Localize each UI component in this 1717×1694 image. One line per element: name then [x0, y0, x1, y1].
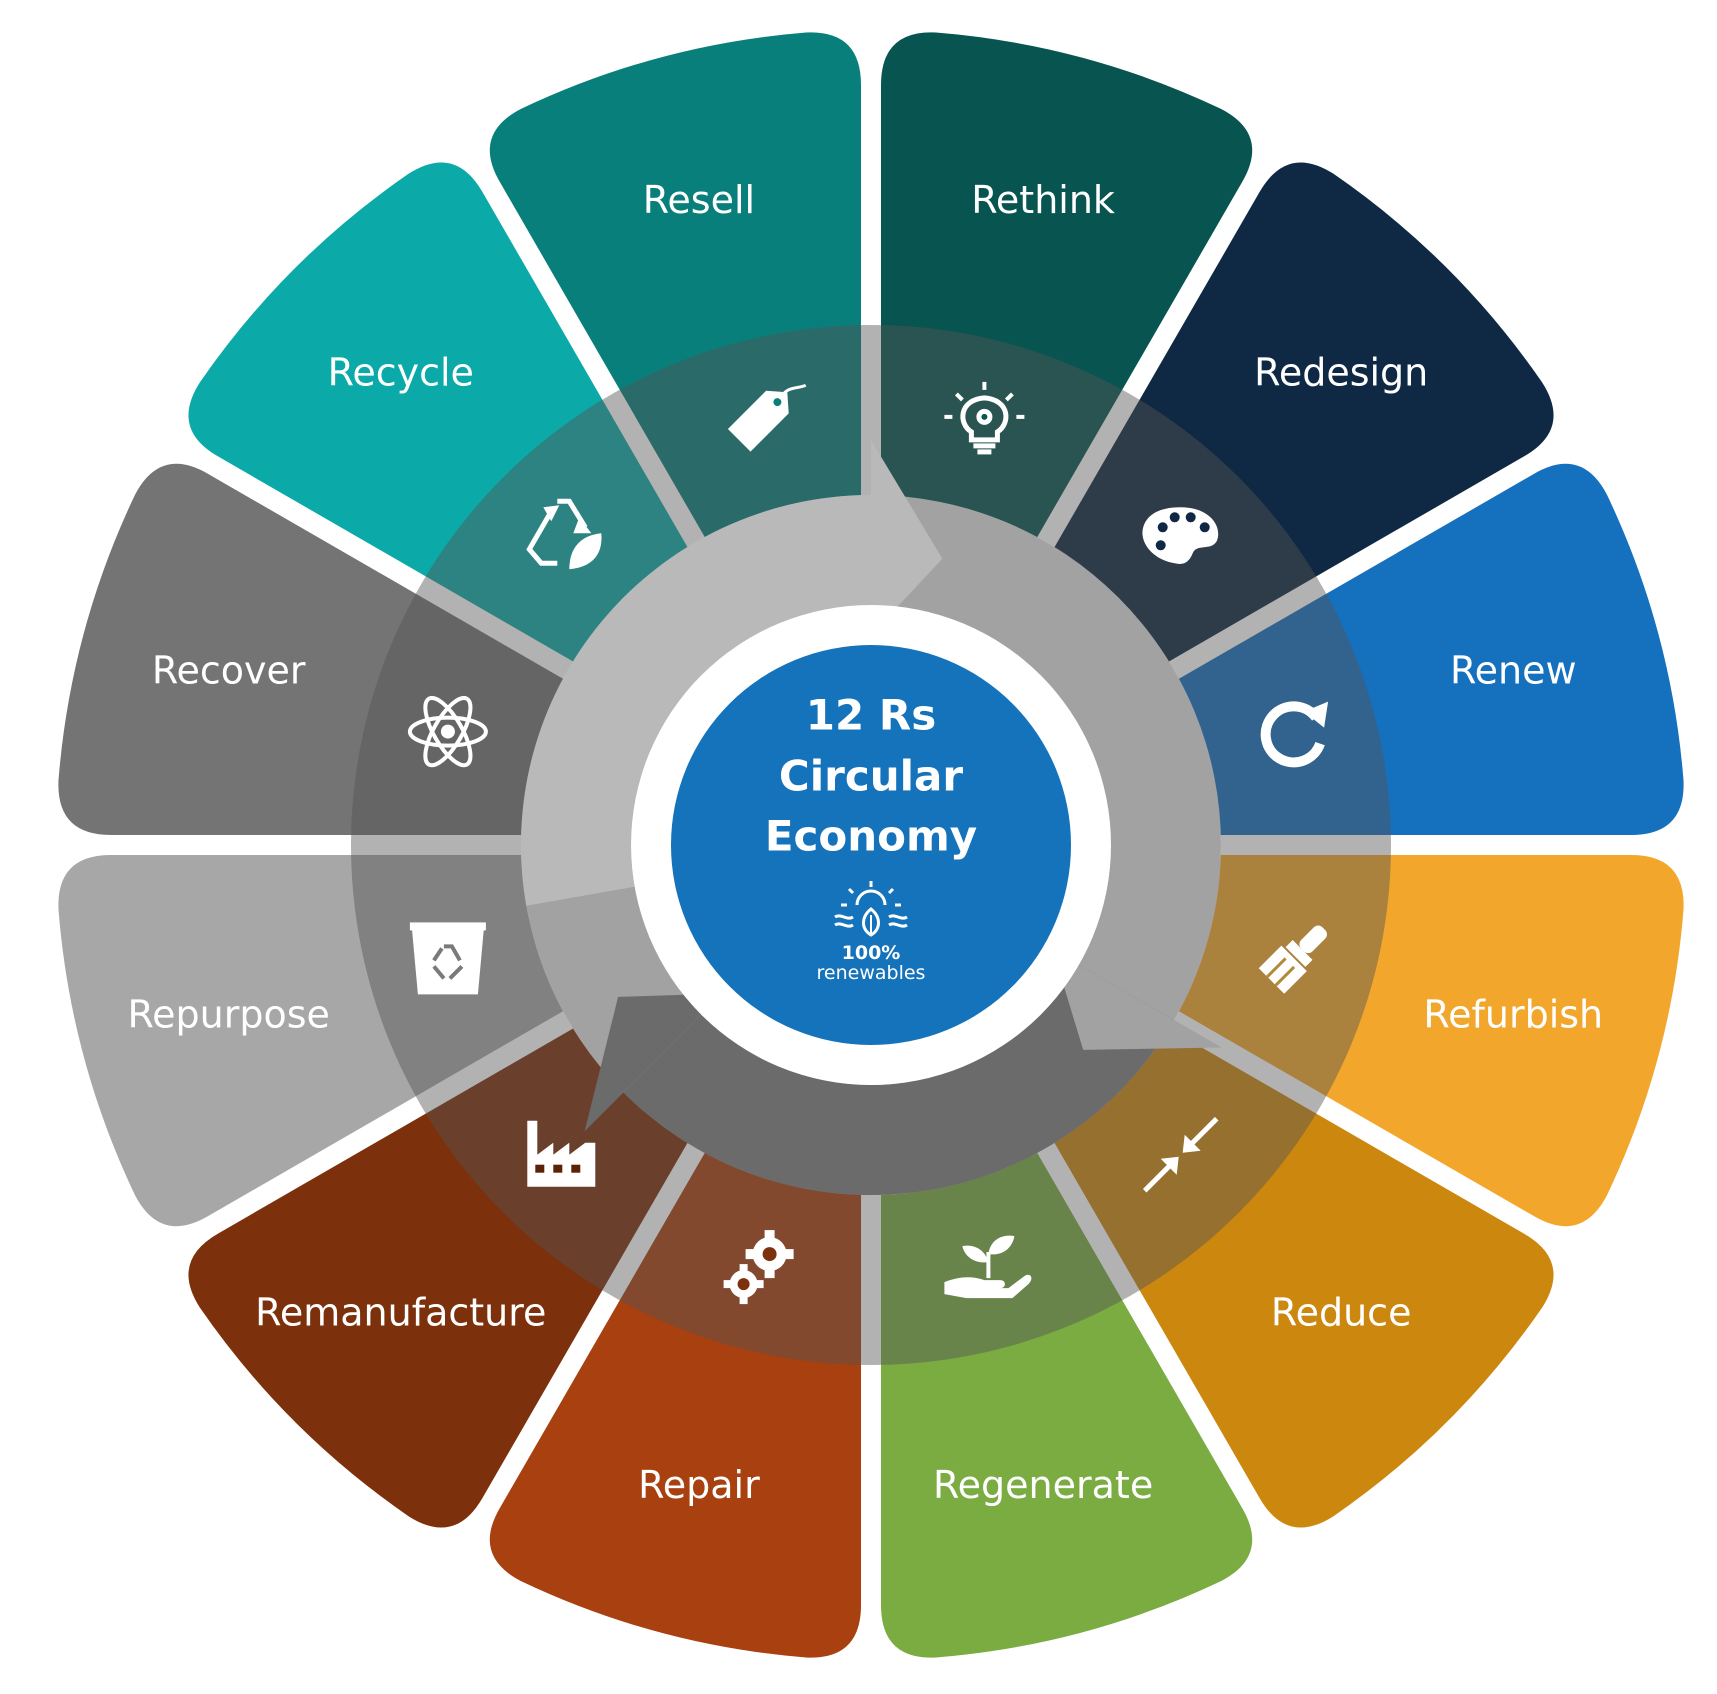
arrowhead-left [584, 993, 723, 1132]
recycle-leaf-icon [526, 498, 602, 570]
segment-label-remanufacture: Remanufacture [255, 1291, 546, 1335]
segment-label-repurpose: Repurpose [127, 993, 329, 1037]
sun-wind-leaf-logo [834, 881, 908, 937]
segment-rethink [881, 32, 1253, 598]
segment-label-rethink: Rethink [971, 178, 1115, 222]
cycle-arrow-light [520, 494, 871, 906]
recycle-bin-icon [409, 922, 486, 995]
segment-label-resell: Resell [643, 178, 755, 222]
center-title-line: Circular [779, 752, 963, 801]
cycle-arrow-dark [623, 965, 1175, 1196]
segment-label-renew: Renew [1450, 648, 1577, 692]
factory-icon [527, 1120, 596, 1187]
segment-label-refurbish: Refurbish [1423, 993, 1603, 1037]
segment-resell [489, 32, 861, 598]
palette-icon [1142, 507, 1219, 564]
center-circle [671, 645, 1071, 1045]
segments-layer [58, 32, 1684, 1658]
segment-refurbish [1118, 855, 1684, 1227]
label-layer: RethinkRedesignRenewRefurbishReduceRegen… [127, 178, 1603, 1507]
segment-remanufacture [188, 1001, 715, 1528]
segment-renew [1118, 463, 1684, 835]
hand-sprout-icon [944, 1235, 1032, 1299]
lightbulb-gear-icon [944, 381, 1025, 455]
arrowhead-top [871, 440, 943, 635]
segment-regenerate [881, 1092, 1253, 1658]
paintbrush-icon [1258, 925, 1327, 994]
logo-word: renewables [817, 962, 926, 984]
compress-arrows-icon [1142, 1116, 1219, 1193]
center-title-line: 12 Rs [806, 691, 936, 740]
segment-label-reduce: Reduce [1271, 1291, 1412, 1335]
arrowhead-right [1052, 950, 1222, 1050]
atom-icon [407, 695, 488, 768]
gears-icon [723, 1230, 794, 1305]
segment-label-recycle: Recycle [328, 350, 474, 394]
icon-layer [407, 381, 1329, 1305]
price-tag-icon [727, 383, 807, 452]
logo-percent: 100% [842, 942, 901, 964]
segment-label-recover: Recover [152, 648, 306, 692]
segment-recover [58, 463, 624, 835]
segment-label-redesign: Redesign [1254, 350, 1428, 394]
segment-reduce [1027, 1001, 1554, 1528]
center-title-line: Economy [765, 812, 977, 861]
segment-label-repair: Repair [638, 1463, 760, 1507]
segment-label-regenerate: Regenerate [933, 1463, 1153, 1507]
refresh-icon [1260, 701, 1329, 768]
